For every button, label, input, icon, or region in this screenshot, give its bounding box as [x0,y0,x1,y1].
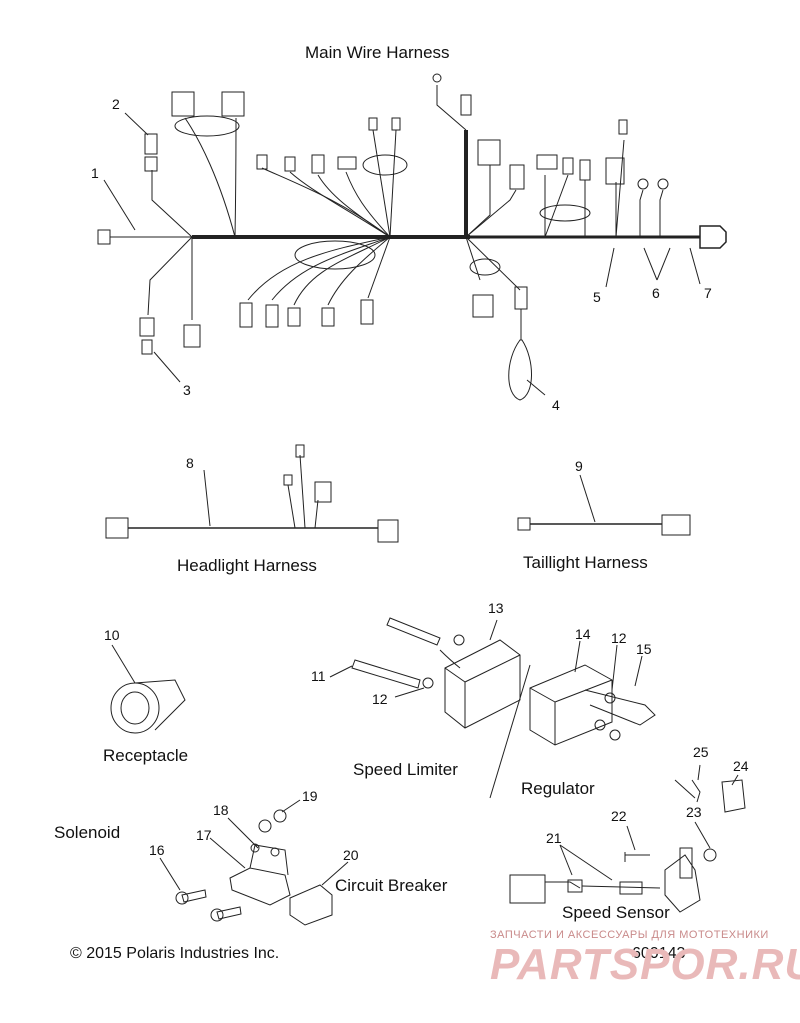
callout-18: 18 [213,802,229,818]
callout-20: 20 [343,847,359,863]
figure-number: 600143 [632,945,686,962]
callout-11: 11 [311,668,326,684]
callout-12-regulator: 12 [611,630,627,646]
title-speed-limiter: Speed Limiter [353,760,458,779]
callout-19: 19 [302,788,318,804]
callout-12-speed-limiter: 12 [372,691,388,707]
callout-10: 10 [104,627,120,643]
callout-13: 13 [488,600,504,616]
callout-9: 9 [575,458,583,474]
callout-24: 24 [733,758,749,774]
regulator-drawing [529,640,656,746]
callout-1: 1 [91,165,99,181]
speed-sensor-drawing [509,764,746,913]
callout-5: 5 [593,289,601,305]
callout-2: 2 [112,96,120,112]
callout-22: 22 [611,808,627,824]
watermark-tagline: ЗАПЧАСТИ И АКСЕССУАРЫ ДЛЯ МОТОТЕХНИКИ [490,929,769,941]
speed-limiter-drawing [329,617,531,799]
watermark-brand: PARTSPOR.RU [490,940,800,989]
callout-4: 4 [552,397,560,413]
title-main-wire-harness: Main Wire Harness [305,43,450,62]
solenoid-drawing [159,799,349,926]
callout-14: 14 [575,626,591,642]
callout-8: 8 [186,455,194,471]
title-solenoid: Solenoid [54,823,121,842]
title-regulator: Regulator [521,779,595,798]
title-circuit-breaker: Circuit Breaker [335,876,448,895]
receptacle-drawing [110,644,186,734]
callout-23: 23 [686,804,702,820]
title-speed-sensor: Speed Sensor [562,903,670,922]
callout-6: 6 [652,285,660,301]
main-wire-harness-drawing [97,73,727,401]
callout-16: 16 [149,842,165,858]
callout-25: 25 [693,744,709,760]
callout-21: 21 [546,830,562,846]
callout-17: 17 [196,827,212,843]
callout-7: 7 [704,285,712,301]
taillight-harness-drawing [517,474,691,536]
callout-15: 15 [636,641,652,657]
title-receptacle: Receptacle [103,746,189,765]
title-taillight-harness: Taillight Harness [523,553,648,572]
title-headlight-harness: Headlight Harness [177,556,317,575]
copyright-notice: © 2015 Polaris Industries Inc. [70,945,280,962]
callout-3: 3 [183,382,191,398]
headlight-harness-drawing [105,444,399,543]
